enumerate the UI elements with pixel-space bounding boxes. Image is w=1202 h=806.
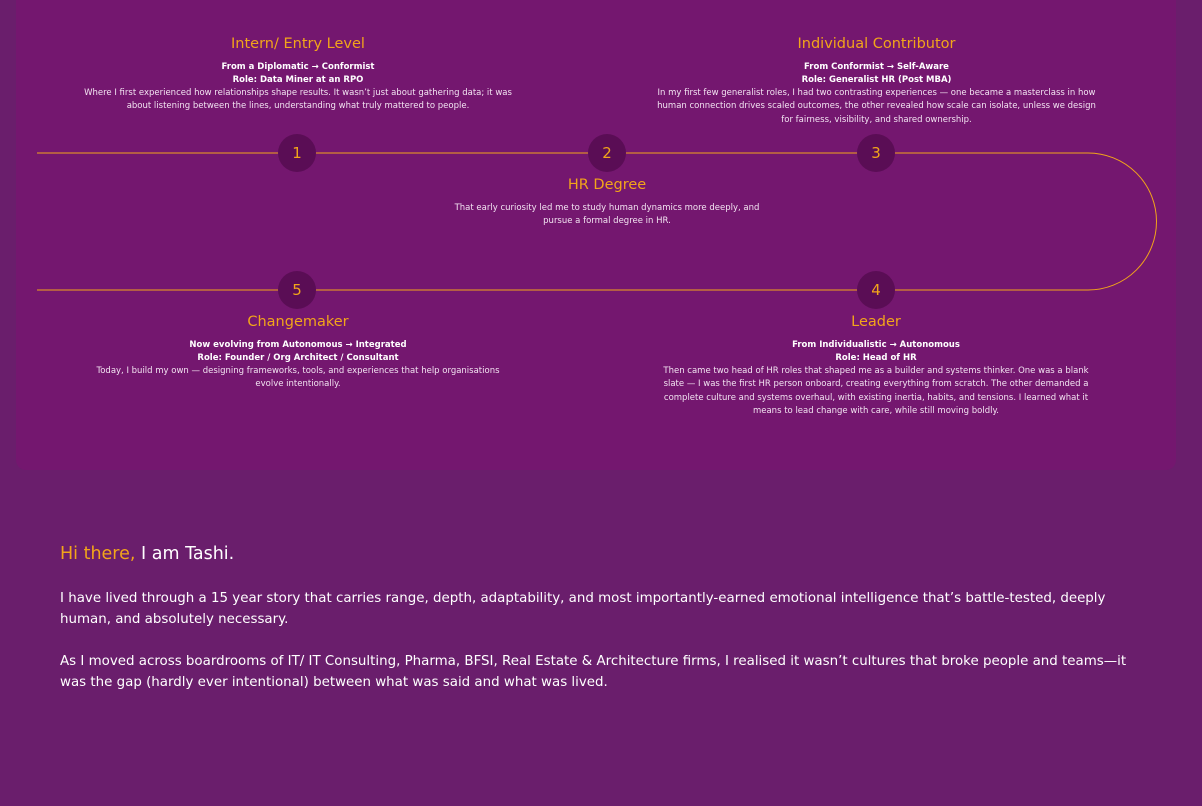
stage-transition: From a Diplomatic → Conformist — [221, 62, 375, 72]
stage-title: Individual Contributor — [797, 36, 956, 52]
stage-title: HR Degree — [567, 177, 647, 193]
stage-individual-contributor: Individual Contributor From Conformist →… — [650, 34, 1103, 127]
timeline-node-3: 3 — [857, 134, 895, 172]
stage-title: Intern/ Entry Level — [231, 36, 365, 52]
node-number: 4 — [871, 281, 881, 299]
stage-transition: From Conformist → Self-Aware — [804, 62, 949, 72]
timeline-node-5: 5 — [278, 271, 316, 309]
stage-transition: From Individualistic → Autonomous — [792, 340, 960, 350]
timeline-path — [37, 152, 1157, 291]
stage-title: Changemaker — [247, 314, 349, 330]
stage-description: Then came two head of HR roles that shap… — [663, 366, 1089, 416]
stage-hr-degree: HR Degree That early curiosity led me to… — [452, 175, 762, 229]
stage-description: Where I first experienced how relationsh… — [84, 88, 512, 112]
stage-role: Role: Founder / Org Architect / Consulta… — [197, 353, 399, 363]
node-number: 2 — [602, 144, 612, 162]
node-number: 1 — [292, 144, 302, 162]
name-line: I am Tashi. — [135, 544, 235, 564]
node-number: 3 — [871, 144, 881, 162]
timeline-node-2: 2 — [588, 134, 626, 172]
intro-paragraph-1: I have lived through a 15 year story tha… — [60, 591, 1106, 627]
stage-role: Role: Generalist HR (Post MBA) — [801, 75, 952, 85]
timeline-node-4: 4 — [857, 271, 895, 309]
intro-paragraph-2: As I moved across boardrooms of IT/ IT C… — [60, 654, 1127, 690]
stage-description: That early curiosity led me to study hum… — [454, 203, 760, 227]
stage-transition: Now evolving from Autonomous → Integrate… — [189, 340, 407, 350]
intro-heading: Hi there, I am Tashi. — [60, 540, 1130, 568]
stage-title: Leader — [851, 314, 901, 330]
timeline-card — [16, 0, 1176, 470]
stage-description: Today, I build my own — designing framew… — [96, 366, 500, 390]
stage-description: In my first few generalist roles, I had … — [657, 88, 1096, 125]
stage-intern: Intern/ Entry Level From a Diplomatic → … — [72, 34, 524, 114]
node-number: 5 — [292, 281, 302, 299]
stage-role: Role: Data Miner at an RPO — [232, 75, 364, 85]
stage-role: Role: Head of HR — [835, 353, 917, 363]
timeline-node-1: 1 — [278, 134, 316, 172]
intro-section: Hi there, I am Tashi. I have lived throu… — [60, 540, 1130, 714]
greeting: Hi there, — [60, 544, 136, 564]
stage-leader: Leader From Individualistic → Autonomous… — [652, 312, 1100, 418]
stage-changemaker: Changemaker Now evolving from Autonomous… — [84, 312, 512, 392]
